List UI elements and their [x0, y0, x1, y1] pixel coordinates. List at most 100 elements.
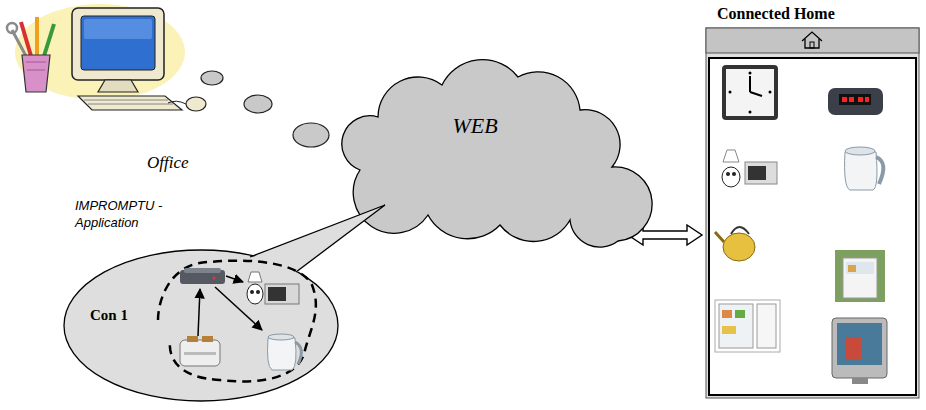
- clock-icon: [729, 91, 732, 94]
- flow-arrow: [215, 287, 262, 330]
- application-label-holder: IMPROMPTU - Application: [75, 198, 175, 232]
- bubble-tail: [250, 205, 385, 273]
- keyboard: [78, 96, 182, 110]
- kettle-icon: [295, 342, 301, 364]
- office-computer: [15, 4, 185, 100]
- flow-arrow: [226, 276, 243, 282]
- small-kettle-icon: [715, 232, 724, 242]
- panel-header: [706, 28, 919, 53]
- clock-icon: [722, 65, 778, 120]
- monitor: [81, 16, 155, 70]
- cloud-shape: [342, 60, 652, 247]
- tool-cup: [26, 62, 46, 70]
- radio-icon: [865, 97, 869, 102]
- mini-fridge-icon: [843, 258, 877, 298]
- small-kettle-icon: [731, 227, 749, 234]
- tool-cup: [7, 23, 17, 33]
- fridge-icon: [735, 310, 745, 318]
- tv-icon: [852, 378, 868, 384]
- tv-icon: [832, 318, 887, 378]
- lamp-microwave-icon: [745, 162, 777, 184]
- flow-arrow: [198, 289, 200, 336]
- clock-icon: [769, 91, 772, 94]
- router-icon: [180, 268, 225, 284]
- fridge-icon: [722, 310, 732, 318]
- router-icon: [213, 277, 216, 280]
- home-icon: [805, 39, 819, 48]
- panel-frame: [706, 28, 919, 398]
- lamp-microwave-icon: [250, 290, 254, 294]
- lamp-microwave-icon: [722, 167, 740, 187]
- radio-icon: [828, 88, 883, 115]
- tool-cup: [7, 17, 54, 92]
- kettle-icon: [845, 147, 884, 190]
- bubble-shape: [64, 250, 338, 401]
- lamp-microwave-icon: [247, 272, 299, 304]
- lamp-microwave-icon: [732, 172, 736, 176]
- panel-heading: Connected Home: [717, 5, 835, 23]
- clock-icon: [749, 111, 752, 114]
- bubble-tail-outline: [250, 205, 385, 272]
- toaster-icon: [180, 340, 220, 366]
- home-icon: [802, 32, 822, 48]
- thought-bubbles: [293, 123, 329, 147]
- radio-icon: [842, 97, 847, 102]
- clock-icon: [749, 72, 752, 75]
- lamp-microwave-icon: [268, 287, 286, 301]
- tool-cup: [44, 24, 54, 56]
- mouse: [168, 97, 206, 111]
- tool-cup: [35, 17, 39, 56]
- fridge-icon: [715, 300, 780, 352]
- fridge-icon: [722, 326, 736, 334]
- kettle-icon: [876, 157, 883, 184]
- tool-cup: [22, 55, 50, 92]
- thought-bubbles: [201, 71, 329, 147]
- speech-bubble: Con 1: [62, 248, 340, 403]
- mini-fridge-icon: [835, 250, 885, 302]
- router-icon: [184, 268, 221, 273]
- thought-bubbles: [244, 95, 272, 113]
- connected-home-panel: Connected Home: [705, 2, 920, 400]
- home-icon: [810, 42, 814, 48]
- kettle-icon: [268, 334, 302, 370]
- cloud-label: WEB: [330, 113, 620, 139]
- radio-icon: [849, 97, 854, 102]
- mouse: [186, 97, 206, 111]
- lamp-microwave-icon: [723, 150, 739, 162]
- tool-cup: [21, 22, 31, 56]
- kettle-icon: [268, 334, 294, 340]
- clock-icon: [726, 69, 774, 116]
- radio-icon: [858, 97, 863, 102]
- tv-icon: [832, 318, 887, 384]
- kettle-icon: [845, 147, 875, 155]
- clock-icon: [749, 76, 751, 92]
- clock-icon: [722, 65, 778, 120]
- connection-name: Con 1: [90, 307, 128, 324]
- location-label-holder: Office: [147, 153, 189, 173]
- mini-fridge-icon: [835, 250, 885, 302]
- fridge-icon: [719, 304, 753, 348]
- tv-icon: [837, 323, 882, 365]
- monitor: [72, 8, 164, 92]
- connection-loop: [158, 261, 316, 382]
- lamp-microwave-icon: [748, 166, 766, 180]
- lamp-microwave-icon: [722, 150, 777, 187]
- lamp-microwave-icon: [726, 172, 730, 176]
- web-cloud: WEB: [330, 55, 625, 250]
- monitor: [72, 8, 164, 80]
- application-label: IMPROMPTU - Application: [75, 198, 175, 232]
- mini-fridge-icon: [848, 265, 856, 272]
- toaster-icon: [187, 336, 198, 342]
- radio-icon: [839, 94, 871, 105]
- small-kettle-icon: [715, 227, 755, 261]
- lamp-microwave-icon: [247, 284, 263, 304]
- fridge-icon: [715, 300, 780, 352]
- panel-body: [709, 58, 916, 395]
- lamp-microwave-icon: [265, 284, 299, 304]
- speech-bubble-outline: [62, 248, 340, 403]
- fridge-icon: [757, 304, 776, 348]
- toaster-icon: [180, 336, 220, 366]
- toaster-icon: [184, 352, 216, 355]
- lamp-microwave-icon: [248, 272, 262, 282]
- toaster-icon: [202, 336, 213, 342]
